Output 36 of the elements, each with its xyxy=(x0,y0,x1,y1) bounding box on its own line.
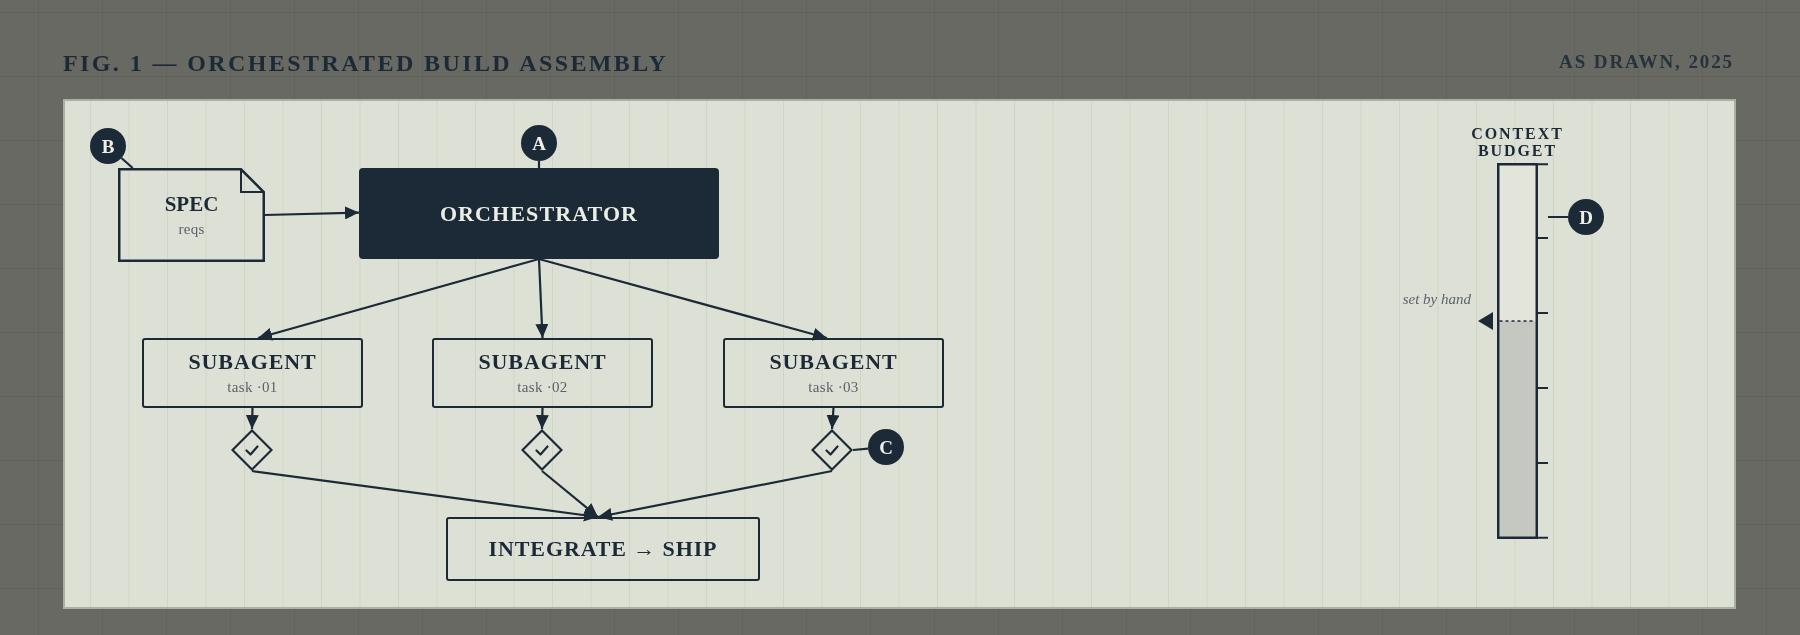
node-title: ORCHESTRATOR xyxy=(439,200,639,227)
arrow xyxy=(538,257,828,341)
checkpoint-diamond xyxy=(231,429,273,471)
figure-title: FIG. 1 — ORCHESTRATED BUILD ASSEMBLY xyxy=(63,49,669,77)
plate-note: AS DRAWN, 2025 xyxy=(1559,50,1734,74)
node-title: SUBAGENT xyxy=(478,349,607,375)
process-box xyxy=(142,338,363,408)
arrow xyxy=(264,206,360,220)
process-box xyxy=(432,338,653,408)
node-subtitle: reqs xyxy=(178,220,205,239)
node-title: INTEGRATE → SHIP xyxy=(488,536,718,562)
arrow xyxy=(535,258,549,339)
checkpoint-diamond xyxy=(811,429,853,471)
arrow xyxy=(251,469,599,522)
arrow xyxy=(597,469,833,521)
checkpoint-diamond xyxy=(521,429,563,471)
side-note: set by hand xyxy=(1402,290,1471,309)
arrow xyxy=(826,407,840,430)
gauge-heading: CONTEXT BUDGET xyxy=(1470,125,1565,159)
node-title: SPEC xyxy=(164,191,219,217)
leader-line xyxy=(537,161,541,168)
process-box xyxy=(446,517,760,581)
node-subtitle: task ·02 xyxy=(517,378,568,397)
leader-line xyxy=(120,157,134,169)
arrow xyxy=(257,257,540,341)
process-box xyxy=(723,338,944,408)
node-subtitle: task ·01 xyxy=(227,378,278,397)
leader-line xyxy=(1548,215,1568,219)
node-title: SUBAGENT xyxy=(188,349,317,375)
node-title: SUBAGENT xyxy=(769,349,898,375)
process-box xyxy=(359,168,719,259)
arrow xyxy=(535,407,549,430)
arrow xyxy=(541,470,599,518)
leader-line xyxy=(852,447,869,452)
node-subtitle: task ·03 xyxy=(808,378,859,397)
arrow xyxy=(245,407,259,430)
